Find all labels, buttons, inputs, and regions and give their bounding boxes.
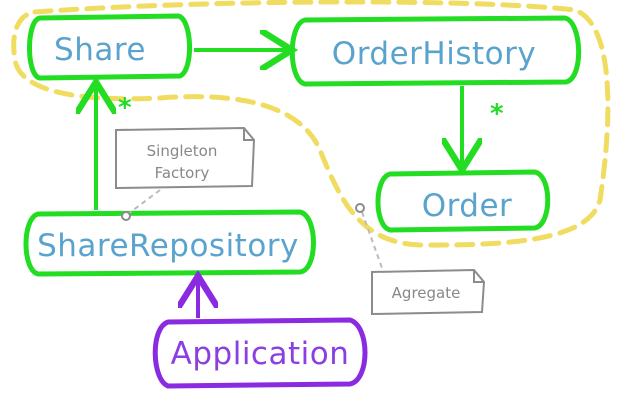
order-history-label: OrderHistory bbox=[332, 36, 536, 72]
share-node[interactable]: Share bbox=[27, 13, 192, 81]
multiplicity-order: * bbox=[490, 99, 504, 129]
share-repository-label: ShareRepository bbox=[37, 228, 299, 264]
aggregate-note[interactable]: Agregate bbox=[371, 268, 486, 316]
aggregate-note-corner bbox=[473, 270, 484, 283]
aggregate-note-label: Agregate bbox=[392, 284, 461, 302]
order-box bbox=[375, 169, 551, 233]
singleton-factory-connector bbox=[127, 189, 161, 215]
aggregate-boundary bbox=[11, 0, 611, 248]
share-box bbox=[27, 13, 192, 81]
application-label: Application bbox=[171, 336, 350, 372]
order-node[interactable]: Order bbox=[375, 169, 551, 233]
singleton-factory-anchor bbox=[121, 211, 131, 221]
aggregate-note-box bbox=[371, 268, 486, 316]
aggregate-anchor bbox=[355, 203, 365, 213]
share-repository-box bbox=[23, 209, 316, 277]
aggregate-connector bbox=[361, 211, 383, 269]
singleton-factory-note[interactable]: Singleton Factory bbox=[115, 126, 256, 190]
note-line-2: Factory bbox=[155, 164, 210, 182]
note-line-1: Singleton bbox=[147, 142, 218, 160]
application-node[interactable]: Application bbox=[152, 317, 368, 389]
share-label: Share bbox=[54, 32, 146, 68]
note-box bbox=[115, 126, 256, 190]
note-corner bbox=[243, 128, 254, 141]
order-history-node[interactable]: OrderHistory bbox=[289, 15, 582, 87]
order-label: Order bbox=[422, 188, 513, 224]
share-repository-node[interactable]: ShareRepository bbox=[23, 209, 316, 277]
multiplicity-share: * bbox=[118, 93, 132, 123]
application-box bbox=[152, 317, 368, 389]
